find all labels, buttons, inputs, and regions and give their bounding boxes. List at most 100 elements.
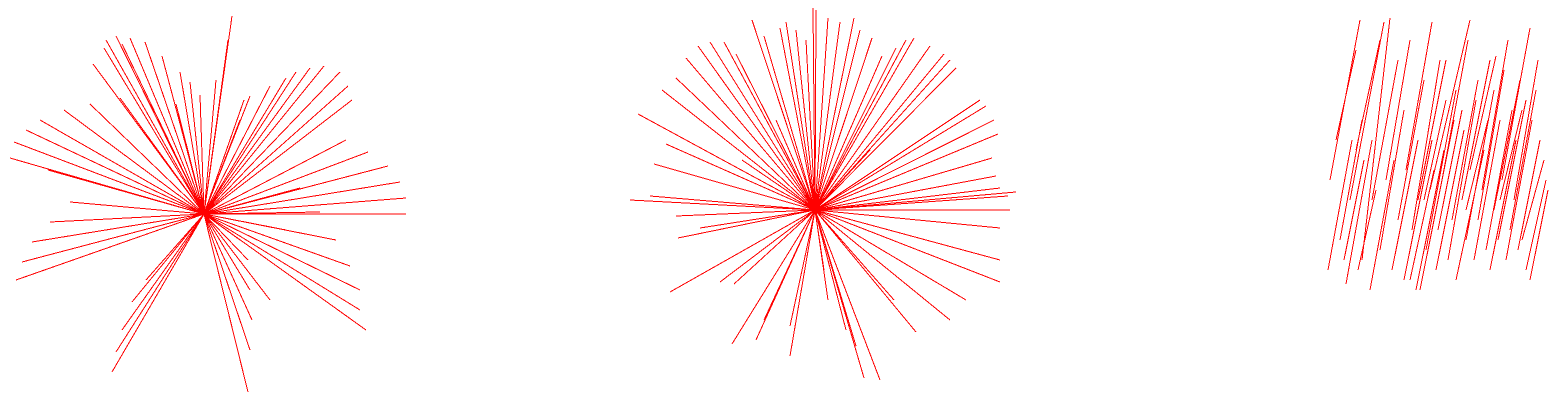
starburst-left-ray bbox=[203, 39, 229, 215]
diagonal-stroke bbox=[1345, 139, 1373, 285]
starburst-left-ray bbox=[129, 37, 205, 215]
starburst-left-ray bbox=[111, 213, 205, 373]
diagonal-stroke bbox=[1343, 159, 1365, 261]
diagonal-stroke bbox=[1497, 99, 1527, 241]
starburst-middle-ray bbox=[814, 209, 881, 381]
starburst-middle-ray bbox=[814, 29, 861, 211]
diagonal-stroke bbox=[1417, 59, 1447, 201]
starburst-middle-ray bbox=[814, 209, 1001, 229]
starburst-middle-ray bbox=[814, 39, 907, 211]
starburst-middle-ray bbox=[814, 67, 957, 211]
starburst-middle-ray bbox=[661, 89, 816, 211]
starburst-left-ray bbox=[203, 197, 407, 215]
diagonal-stroke bbox=[1465, 89, 1495, 241]
starburst-left-ray bbox=[179, 71, 205, 215]
starburst-left-ray bbox=[203, 65, 325, 215]
starburst-middle-ray bbox=[814, 119, 995, 211]
starburst-left-ray bbox=[103, 47, 205, 215]
starburst-left-ray bbox=[203, 181, 401, 215]
starburst-left-ray bbox=[203, 213, 249, 261]
starburst-left-ray bbox=[13, 141, 205, 215]
starburst-middle-ray bbox=[731, 209, 816, 345]
starburst-left-ray bbox=[203, 99, 353, 215]
diagonal-stroke bbox=[1391, 139, 1419, 271]
starburst-middle-ray bbox=[814, 99, 981, 211]
diagonal-stroke bbox=[1521, 159, 1545, 241]
starburst-middle-ray bbox=[789, 209, 816, 357]
diagonal-stroke bbox=[1379, 109, 1405, 251]
starburst-middle-ray bbox=[649, 195, 816, 211]
starburst-left-ray bbox=[203, 119, 241, 215]
starburst-middle-ray bbox=[763, 35, 816, 211]
starburst-left-ray bbox=[203, 99, 245, 215]
starburst-middle-ray bbox=[814, 17, 829, 211]
starburst-left-ray bbox=[63, 109, 205, 215]
starburst-middle bbox=[629, 7, 1017, 381]
starburst-middle-ray bbox=[697, 45, 816, 211]
starburst-middle-ray bbox=[735, 53, 816, 211]
starburst-middle-ray bbox=[719, 209, 816, 283]
starburst-left-ray bbox=[203, 213, 361, 291]
starburst-middle-ray bbox=[814, 187, 1001, 211]
starburst-left-ray bbox=[203, 213, 287, 231]
starburst-left-ray bbox=[203, 139, 347, 215]
diagonal-stroke bbox=[1371, 59, 1399, 201]
starburst-left-ray bbox=[203, 213, 351, 267]
starburst-middle-ray bbox=[779, 27, 816, 211]
diagonal-stroke bbox=[1423, 99, 1447, 201]
starburst-middle-ray bbox=[814, 37, 915, 211]
starburst-left-ray bbox=[203, 213, 251, 351]
diagonal-stroke bbox=[1465, 119, 1489, 211]
starburst-middle-ray bbox=[733, 209, 816, 285]
diagonal-stroke bbox=[1369, 159, 1395, 291]
diagonal-stroke bbox=[1509, 89, 1537, 231]
starburst-left-ray bbox=[69, 201, 205, 215]
diagonal-stroke bbox=[1481, 39, 1509, 191]
starburst-middle-ray bbox=[814, 195, 1009, 211]
starburst-left-ray bbox=[203, 213, 367, 331]
starburst-middle-ray bbox=[814, 209, 1001, 283]
starburst-middle-ray bbox=[789, 209, 816, 327]
starburst-left-ray bbox=[119, 97, 205, 215]
starburst-middle-ray bbox=[653, 163, 816, 211]
starburst-left-ray bbox=[105, 39, 205, 215]
diagonal-stroke bbox=[1361, 17, 1391, 261]
starburst-left-ray bbox=[203, 85, 271, 215]
starburst-middle-ray bbox=[814, 209, 967, 301]
diagonal-stroke bbox=[1397, 79, 1425, 221]
starburst-middle-ray bbox=[814, 53, 945, 211]
starburst-left-ray bbox=[203, 213, 361, 311]
diagonal-stroke bbox=[1335, 49, 1357, 141]
diagonal-stroke bbox=[1447, 99, 1477, 261]
diagonal-stroke bbox=[1451, 79, 1479, 221]
starburst-middle-ray bbox=[814, 47, 897, 211]
starburst-left-ray bbox=[203, 71, 341, 215]
starburst-middle-ray bbox=[751, 19, 816, 211]
diagonal-stroke bbox=[1477, 69, 1505, 221]
starburst-middle-ray bbox=[795, 29, 816, 211]
starburst-middle-ray bbox=[814, 105, 987, 211]
diagonal-stroke bbox=[1429, 19, 1471, 191]
starburst-middle-ray bbox=[814, 21, 841, 211]
starburst-middle-ray bbox=[814, 37, 873, 211]
starburst-middle-ray bbox=[675, 77, 816, 211]
starburst-left-ray bbox=[203, 213, 253, 321]
starburst-middle-ray bbox=[814, 209, 1001, 261]
starburst-middle-ray bbox=[775, 119, 816, 211]
diagonal-stroke bbox=[1493, 79, 1521, 211]
diagonal-stroke bbox=[1505, 119, 1533, 261]
starburst-middle-ray bbox=[814, 17, 855, 211]
starburst-left-ray bbox=[49, 213, 205, 223]
starburst-middle-ray bbox=[814, 175, 997, 211]
starburst-left-ray bbox=[39, 119, 205, 215]
starburst-left-ray bbox=[175, 103, 205, 215]
diagonal-stroke bbox=[1415, 149, 1445, 291]
diagonal-stroke bbox=[1355, 39, 1381, 151]
diagonal-stroke bbox=[1403, 139, 1433, 281]
starburst-middle-ray bbox=[637, 113, 816, 211]
starburst-middle-ray bbox=[675, 209, 816, 217]
starburst-left-ray bbox=[203, 213, 271, 301]
starburst-left-ray bbox=[115, 213, 205, 353]
starburst-left-ray bbox=[203, 67, 311, 215]
